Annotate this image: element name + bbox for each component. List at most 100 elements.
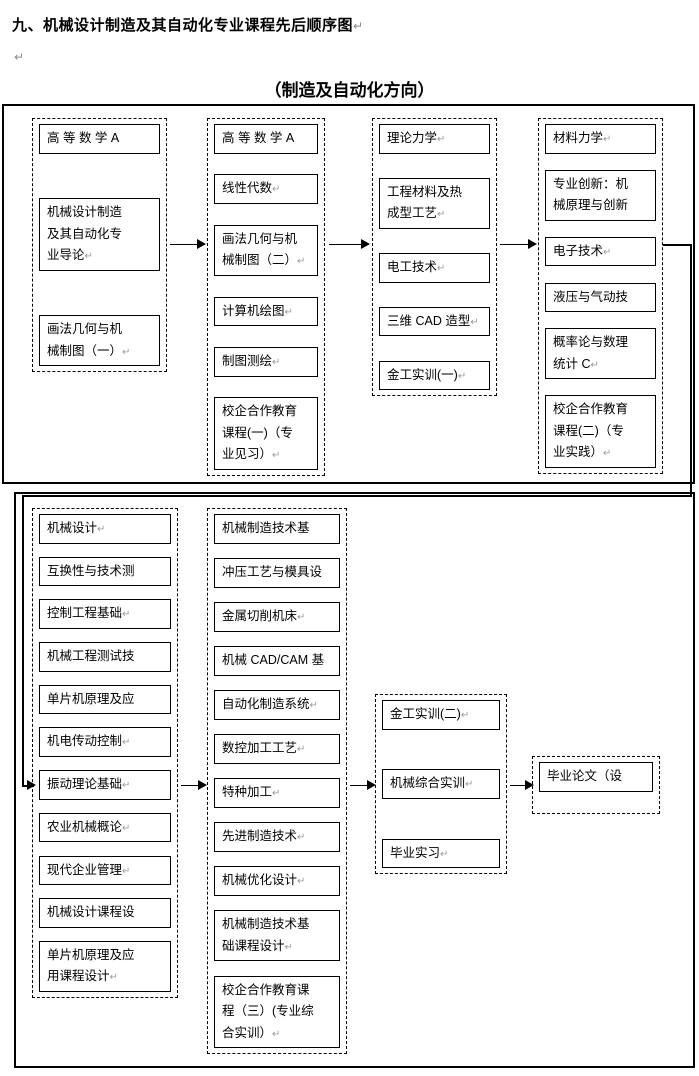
course-box[interactable]: 计算机绘图↵	[214, 296, 318, 327]
course-box[interactable]: 农业机械概论↵	[39, 812, 171, 843]
course-label-line: 合实训）↵	[222, 1025, 281, 1040]
course-box[interactable]: 机械综合实训↵	[382, 769, 500, 799]
paragraph-mark-icon: ↵	[297, 876, 306, 887]
paragraph-mark-icon: ↵	[272, 788, 281, 799]
course-box[interactable]: 制图测绘↵	[214, 347, 318, 377]
course-box[interactable]: 校企合作教育课程(一)（专业见习）↵	[214, 397, 318, 470]
course-box[interactable]: 概率论与数理统计 C↵	[545, 328, 656, 380]
page-title: 九、机械设计制造及其自动化专业课程先后顺序图↵	[12, 14, 364, 35]
course-box[interactable]: 自动化制造系统↵	[214, 690, 340, 720]
course-label-line: 业见习）↵	[222, 447, 281, 462]
course-box[interactable]: 机械优化设计↵	[214, 866, 340, 896]
course-label-line: 计算机绘图↵	[222, 303, 293, 318]
course-box[interactable]: 毕业实习↵	[382, 838, 500, 868]
course-box[interactable]: 金工实训(二)↵	[382, 700, 500, 730]
course-label-line: 画法几何与机	[47, 322, 123, 336]
course-label-line: 高 等 数 学 A	[222, 131, 295, 145]
course-label-line: 校企合作教育	[222, 404, 298, 419]
course-box[interactable]: 理论力学↵	[379, 124, 490, 154]
paragraph-mark-icon: ↵	[309, 700, 318, 711]
course-label-line: 数控加工工艺↵	[222, 741, 306, 755]
paragraph-mark-icon: ↵	[603, 246, 612, 258]
course-label-line: 课程(一)（专	[222, 425, 293, 440]
course-box[interactable]: 画法几何与机械制图（一）↵	[39, 315, 160, 366]
course-box[interactable]: 机械 CAD/CAM 基	[214, 646, 340, 676]
page-title-text: 九、机械设计制造及其自动化专业课程先后顺序图	[12, 17, 354, 34]
course-label-line: 毕业论文（设	[547, 769, 623, 783]
paragraph-mark-icon: ↵	[109, 972, 118, 984]
course-label-line: 现代企业管理↵	[47, 862, 131, 877]
course-box[interactable]: 电工技术↵	[379, 253, 490, 283]
course-box[interactable]: 数控加工工艺↵	[214, 734, 340, 764]
course-box[interactable]: 画法几何与机械制图（二）↵	[214, 224, 318, 276]
course-box[interactable]: 线性代数↵	[214, 174, 318, 204]
course-box[interactable]: 控制工程基础↵	[39, 599, 171, 629]
course-box[interactable]: 高 等 数 学 A	[214, 124, 318, 154]
course-label-line: 冲压工艺与模具设	[222, 565, 323, 579]
course-box[interactable]: 振动理论基础↵	[39, 770, 171, 800]
course-label-line: 机械设计制造	[47, 205, 123, 219]
course-box[interactable]: 机电传动控制↵	[39, 727, 171, 757]
paragraph-mark-icon: ↵	[272, 1028, 281, 1040]
course-label-line: 高 等 数 学 A	[47, 131, 120, 145]
course-box[interactable]: 先进制造技术↵	[214, 822, 340, 852]
course-box[interactable]: 特种加工↵	[214, 778, 340, 808]
paragraph-mark-icon: ↵	[590, 359, 599, 371]
course-label-line: 成型工艺↵	[387, 206, 446, 221]
course-box[interactable]: 互换性与技术测	[39, 556, 171, 587]
course-label-line: 械制图（一）↵	[47, 343, 131, 358]
paragraph-mark-icon: ↵	[122, 865, 131, 877]
paragraph-mark-icon: ↵	[470, 316, 479, 328]
course-box[interactable]: 专业创新：机械原理与创新	[545, 169, 656, 221]
course-box[interactable]: 机械设计↵	[39, 514, 171, 544]
course-box[interactable]: 高 等 数 学 A	[39, 124, 160, 154]
course-label-line: 用课程设计↵	[47, 969, 118, 984]
course-label-line: 统计 C↵	[553, 356, 599, 371]
paragraph-mark-icon: ↵	[437, 134, 446, 145]
course-label-line: 业导论↵	[47, 248, 93, 262]
course-box[interactable]: 毕业论文（设	[539, 762, 653, 792]
course-label-line: 特种加工↵	[222, 785, 281, 799]
course-label-line: 机械综合实训↵	[390, 776, 474, 791]
paragraph-mark-icon: ↵	[465, 779, 474, 791]
course-box[interactable]: 单片机原理及应	[39, 684, 171, 715]
group-semester-6: 机械制造技术基冲压工艺与模具设金属切削机床↵ 机械 CAD/CAM 基自动化制造系…	[207, 508, 347, 1054]
paragraph-mark-icon: ↵	[284, 941, 293, 953]
course-box[interactable]: 金属切削机床↵	[214, 602, 340, 632]
course-box[interactable]: 液压与气动技	[545, 282, 656, 313]
course-box[interactable]: 金工实训(一)↵	[379, 360, 490, 390]
course-label-line: 振动理论基础↵	[47, 777, 131, 792]
course-box[interactable]: 机械制造技术基	[214, 514, 340, 544]
course-label-line: 础课程设计↵	[222, 938, 293, 953]
course-box[interactable]: 机械工程测试技	[39, 642, 171, 672]
course-box[interactable]: 工程材料及热成型工艺↵	[379, 177, 490, 229]
course-label-line: 金工实训(二)↵	[390, 707, 470, 721]
paragraph-mark-icon: ↵	[440, 848, 449, 860]
course-label-line: 校企合作教育课	[222, 982, 310, 997]
course-box[interactable]: 机械制造技术基础课程设计↵	[214, 910, 340, 961]
course-box[interactable]: 校企合作教育课程(二)（专业实践）↵	[545, 395, 656, 468]
course-label-line: 机械优化设计↵	[222, 873, 306, 887]
course-label-line: 三维 CAD 造型↵	[387, 313, 479, 328]
paragraph-mark-icon: ↵	[122, 737, 131, 749]
course-label-line: 电工技术↵	[387, 260, 446, 274]
paragraph-mark-icon: ↵	[284, 306, 293, 318]
course-label-line: 械原理与创新	[553, 198, 629, 213]
course-box[interactable]: 材料力学↵	[545, 124, 656, 154]
paragraph-mark-icon: ↵	[297, 612, 306, 623]
course-box[interactable]: 校企合作教育课程（三）(专业综合实训）↵	[214, 975, 340, 1048]
course-label-line: 线性代数↵	[222, 181, 281, 196]
course-box[interactable]: 机械设计课程设	[39, 898, 171, 928]
course-label-line: 制图测绘↵	[222, 354, 281, 369]
course-box[interactable]: 单片机原理及应用课程设计↵	[39, 940, 171, 992]
course-label-line: 程（三）(专业综	[222, 1004, 314, 1018]
course-box[interactable]: 三维 CAD 造型↵	[379, 306, 490, 337]
course-box[interactable]: 机械设计制造及其自动化专业导论↵	[39, 198, 160, 271]
course-box[interactable]: 冲压工艺与模具设	[214, 558, 340, 588]
paragraph-mark-icon: ↵	[457, 370, 467, 382]
course-box[interactable]: 电子技术↵	[545, 236, 656, 267]
course-label-line: 机械 CAD/CAM 基	[222, 653, 325, 667]
course-box[interactable]: 现代企业管理↵	[39, 855, 171, 885]
course-label-line: 业实践）↵	[553, 445, 612, 460]
